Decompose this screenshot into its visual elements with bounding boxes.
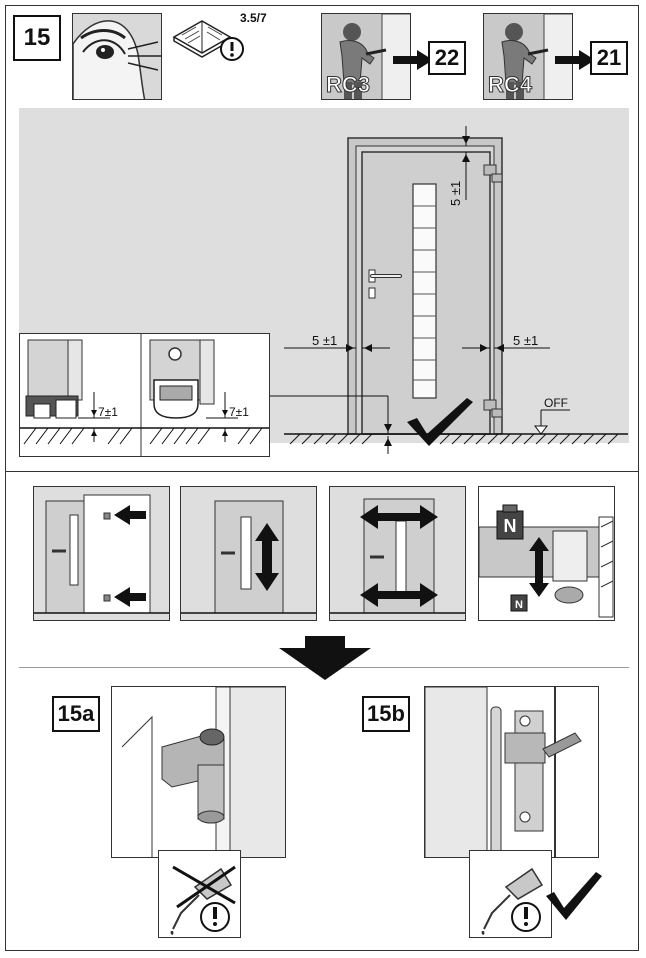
manual-icon — [172, 20, 232, 58]
oil-can-icon — [481, 867, 544, 935]
adjust-pressure-panel: N N — [478, 486, 615, 621]
checkmark-icon — [546, 872, 602, 920]
gap-left-label: 5 ±1 — [312, 333, 338, 348]
weight-icon: N N — [479, 504, 614, 618]
oil-can-icon — [170, 865, 236, 935]
arrow-right-icon — [393, 50, 433, 70]
adjust-height-panel — [180, 486, 317, 621]
section-divider — [5, 471, 639, 472]
hinge-detail-15a — [111, 686, 286, 858]
page-frame — [5, 5, 639, 951]
inset-right-gap-label: 7±1 — [229, 405, 249, 419]
down-arrow-icon — [279, 636, 371, 680]
floor-label: OFF — [544, 396, 568, 410]
gap-top-label: 5 ±1 — [448, 180, 463, 206]
step-number: 15 — [13, 15, 61, 61]
inset-left-gap-label: 7±1 — [98, 405, 118, 419]
arrow-right-icon — [555, 50, 595, 70]
substep-15b-label: 15b — [362, 696, 410, 732]
oil-panel — [469, 850, 552, 938]
threshold-detail-inset: 7±1 7±1 — [19, 333, 270, 457]
eye-icon — [72, 13, 162, 100]
gap-right-label: 5 ±1 — [513, 333, 539, 348]
checkmark-icon — [407, 398, 473, 446]
door-diagram — [270, 126, 628, 454]
rc4-label: RC4 — [487, 72, 533, 98]
svg-text:N: N — [504, 516, 517, 536]
rc3-label: RC3 — [325, 72, 371, 98]
rc3-target-step[interactable]: 22 — [428, 41, 466, 75]
warning-icon — [220, 37, 244, 61]
hinge-detail-15b — [424, 686, 599, 858]
manual-reference: 3.5/7 — [240, 11, 267, 25]
svg-text:N: N — [515, 599, 523, 611]
adjust-hinge-panel — [33, 486, 170, 621]
adjust-width-panel — [329, 486, 466, 621]
substep-15a-label: 15a — [52, 696, 100, 732]
no-oil-panel — [158, 850, 241, 938]
rc4-target-step[interactable]: 21 — [590, 41, 628, 75]
